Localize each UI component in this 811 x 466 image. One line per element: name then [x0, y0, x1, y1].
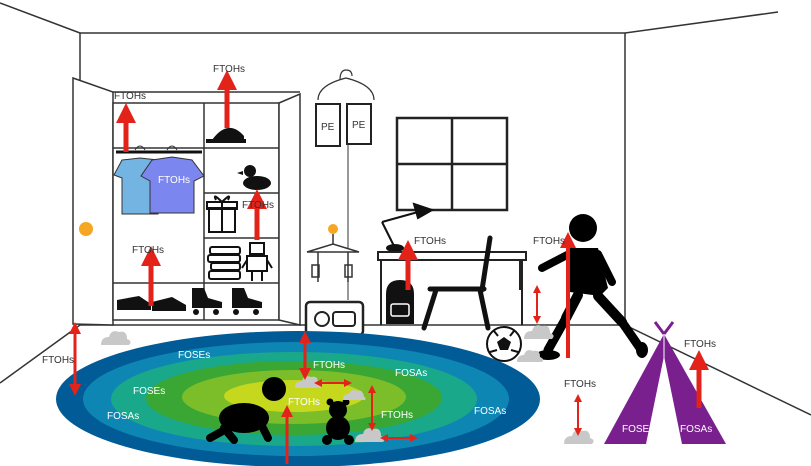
- label-ftohs: FTOHs: [242, 200, 274, 211]
- label-ftohs: FTOHs: [381, 410, 413, 421]
- label-fosas: FOSAs: [395, 368, 427, 379]
- radio-icon: [306, 302, 363, 335]
- label-foses: FOSEs: [178, 350, 210, 361]
- label-ftohs: FTOHs: [313, 360, 345, 371]
- label-fosas: FOSAs: [474, 406, 506, 417]
- label-foses: FOSEs: [622, 424, 654, 435]
- label-ftohs: FTOHs: [684, 339, 716, 350]
- books-icon: [208, 247, 240, 279]
- label-ftohs: FTOHs: [42, 355, 74, 366]
- label-ftohs: FTOHs: [213, 64, 245, 75]
- label-pe: PE: [321, 122, 335, 133]
- label-fosas: FOSAs: [107, 411, 139, 422]
- soccer-ball-icon: [487, 327, 521, 361]
- label-ftohs: FTOHs: [114, 91, 146, 102]
- label-fosas: FOSAs: [680, 424, 712, 435]
- wardrobe-knob-icon: [79, 222, 93, 236]
- raincoat-hanger-icon: [307, 224, 359, 282]
- label-ftohs: FTOHs: [158, 175, 190, 186]
- label-ftohs: FTOHs: [132, 245, 164, 256]
- label-ftohs: FTOHs: [288, 397, 320, 408]
- hanger-icon: [318, 70, 374, 100]
- label-ftohs: FTOHs: [414, 236, 446, 247]
- label-foses: FOSEs: [133, 386, 165, 397]
- label-ftohs: FTOHs: [564, 379, 596, 390]
- window-icon: [397, 118, 507, 210]
- label-ftohs: FTOHs: [533, 236, 565, 247]
- label-pe: PE: [352, 120, 366, 131]
